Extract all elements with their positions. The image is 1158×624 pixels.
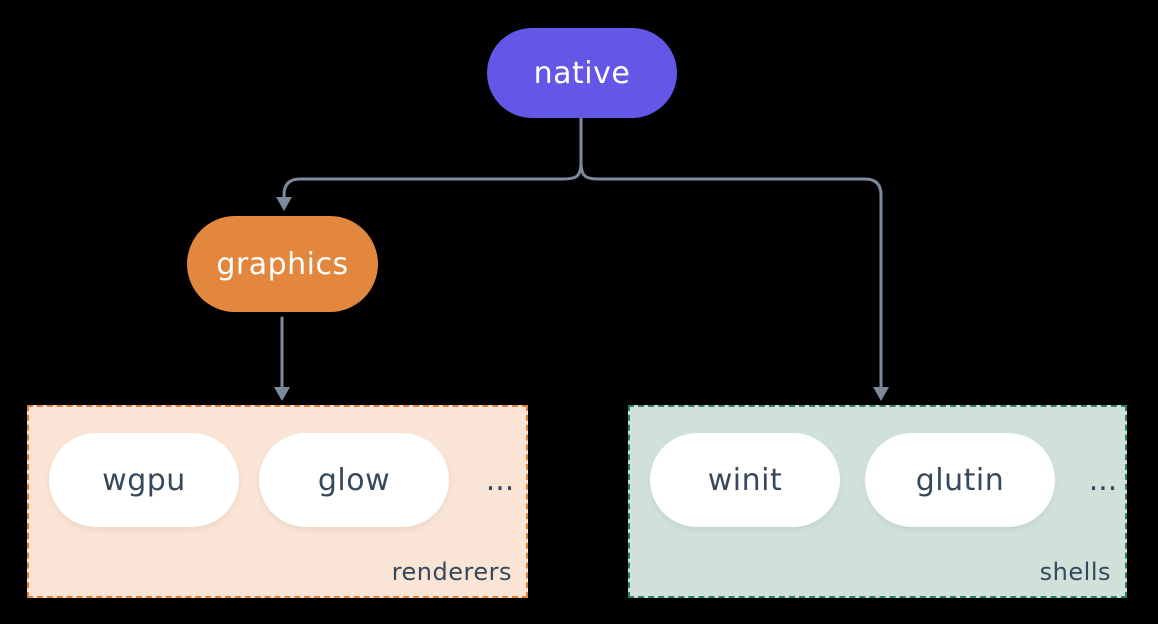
group-renderers: wgpu glow ... renderers bbox=[27, 405, 528, 598]
node-graphics-label: graphics bbox=[216, 246, 349, 282]
group-shells-label: shells bbox=[1039, 558, 1111, 586]
shells-ellipsis: ... bbox=[1088, 462, 1118, 498]
edge-native-graphics bbox=[282, 160, 583, 200]
node-native-label: native bbox=[533, 55, 631, 91]
group-shells: winit glutin ... shells bbox=[628, 405, 1127, 598]
pill-glutin-label: glutin bbox=[915, 462, 1005, 498]
pill-glow-label: glow bbox=[317, 462, 391, 498]
arrowhead-graphics bbox=[276, 197, 292, 211]
pill-glow: glow bbox=[259, 433, 449, 527]
node-native: native bbox=[487, 28, 677, 118]
pill-wgpu: wgpu bbox=[49, 433, 239, 527]
pill-glutin: glutin bbox=[865, 433, 1055, 527]
node-graphics: graphics bbox=[187, 216, 378, 312]
group-renderers-label: renderers bbox=[391, 558, 512, 586]
renderers-ellipsis: ... bbox=[485, 462, 515, 498]
pill-wgpu-label: wgpu bbox=[102, 462, 186, 498]
pill-winit-label: winit bbox=[707, 462, 783, 498]
arrowhead-shells bbox=[873, 387, 889, 401]
arrowhead-renderers bbox=[274, 387, 290, 401]
pill-winit: winit bbox=[650, 433, 840, 527]
edge-native-shells bbox=[579, 160, 883, 390]
